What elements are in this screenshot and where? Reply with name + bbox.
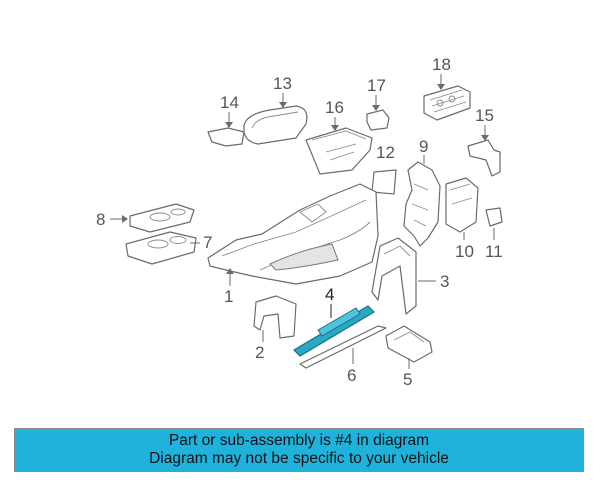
part-7-cupholder-base: [125, 231, 197, 265]
callout-17: 17: [367, 76, 386, 95]
callout-10: 10: [455, 242, 474, 261]
part-13-armrest-lid: [243, 105, 308, 145]
part-15-bracket: [467, 139, 501, 177]
part-4-trim-bar-highlighted: [293, 305, 375, 357]
part-12-panel: [371, 169, 397, 195]
part-14-latch: [207, 127, 245, 147]
part-5-floor-bracket: [385, 325, 433, 363]
part-6-trim-strip: [299, 325, 387, 369]
callout-7: 7: [203, 233, 212, 252]
callout-1: 1: [224, 287, 233, 306]
part-16-storage-bin: [305, 127, 373, 175]
part-3-rear-panel: [371, 237, 417, 315]
banner-line-disclaimer: Diagram may not be specific to your vehi…: [149, 450, 449, 467]
callout-14: 14: [220, 93, 239, 112]
part-10-housing: [445, 177, 479, 233]
info-banner: Part or sub-assembly is #4 in diagram Di…: [14, 428, 584, 472]
callout-6: 6: [347, 366, 356, 385]
part-1-main-console: [207, 183, 379, 285]
callout-2: 2: [255, 343, 264, 362]
callout-16: 16: [325, 98, 344, 117]
parts-diagram: 18 17 16 13 14 15 12 9: [96, 55, 503, 389]
part-8-cupholder-cover: [129, 203, 195, 233]
callout-15: 15: [475, 106, 494, 125]
part-9-side-trim: [403, 161, 441, 247]
callout-12: 12: [376, 143, 395, 162]
callout-9: 9: [419, 137, 428, 156]
part-11-clip: [485, 207, 503, 227]
part-2-lower-bracket: [253, 295, 297, 339]
callout-4: 4: [325, 285, 334, 304]
callout-11: 11: [485, 242, 503, 261]
callout-18: 18: [432, 55, 451, 74]
part-18-switch-panel: [423, 85, 471, 121]
callout-13: 13: [273, 74, 292, 93]
banner-line-part: Part or sub-assembly is #4 in diagram: [168, 432, 430, 449]
callout-5: 5: [403, 370, 412, 389]
callout-3: 3: [440, 272, 449, 291]
part-17-bracket: [366, 109, 390, 131]
callout-8: 8: [96, 210, 105, 229]
